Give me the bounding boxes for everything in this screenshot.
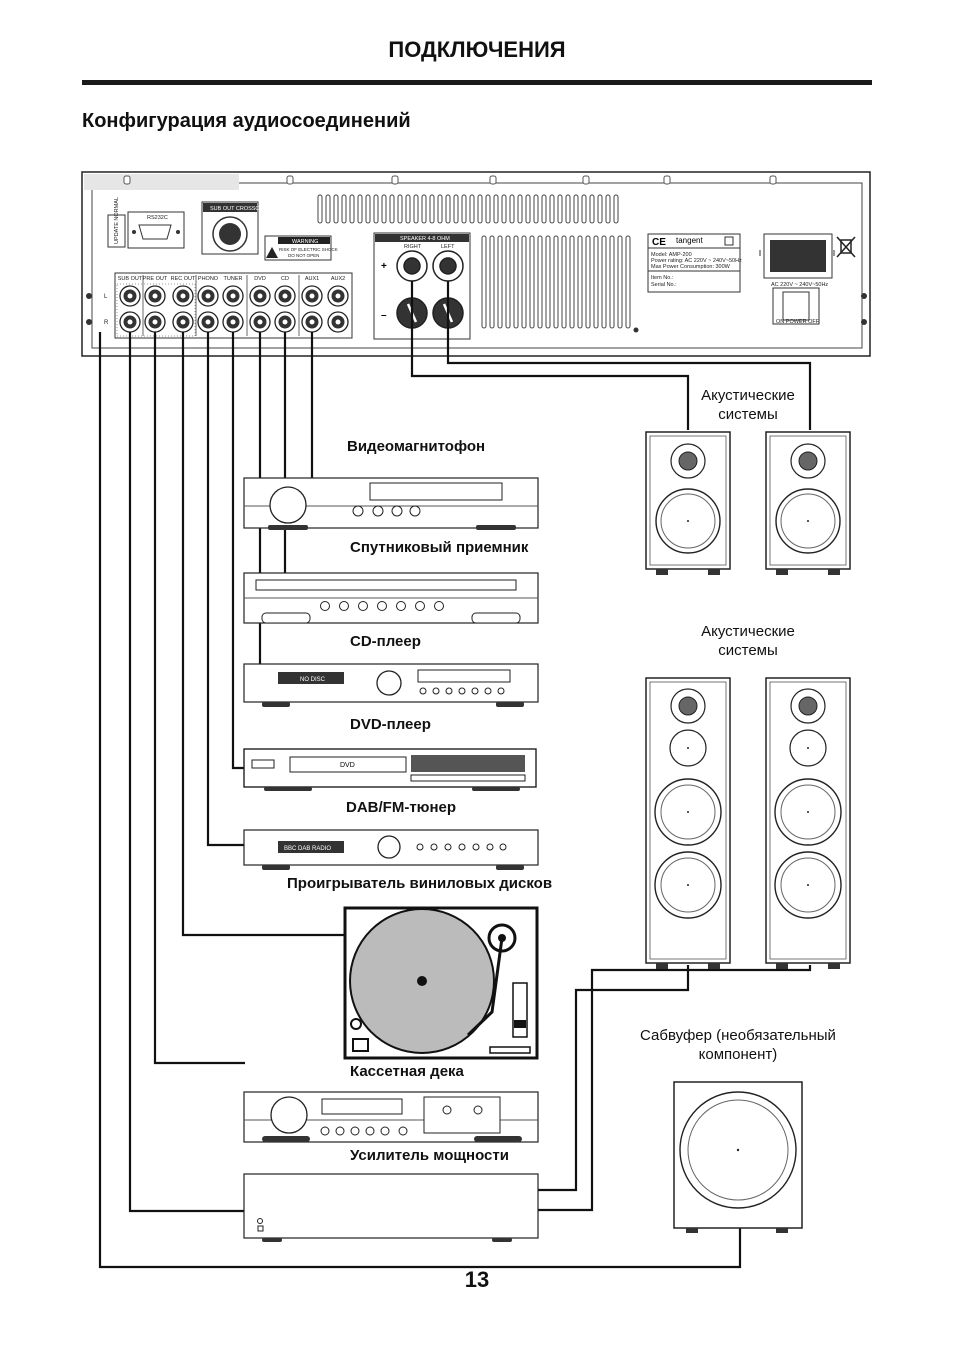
subwoofer-device bbox=[673, 1081, 803, 1233]
rs232-label: RS232C bbox=[147, 215, 168, 221]
cd-display: NO DISC bbox=[300, 677, 326, 683]
svg-text:–: – bbox=[381, 310, 387, 321]
rca-jack bbox=[172, 285, 194, 307]
cable-sub-out bbox=[128, 332, 245, 1213]
section-title: Конфигурация аудиосоединений bbox=[82, 110, 411, 132]
label-dvd: DVD-плеер bbox=[350, 716, 431, 733]
input-label: AUX2 bbox=[331, 276, 345, 282]
turntable-device bbox=[343, 906, 539, 1060]
cable-rec-out bbox=[153, 332, 245, 1065]
cable-aux1 bbox=[245, 332, 287, 600]
input-label: SUB OUT bbox=[118, 276, 143, 282]
vcr-device bbox=[243, 477, 539, 530]
cable-power-amp-left bbox=[538, 965, 690, 1192]
dvd-display: DVD bbox=[340, 762, 355, 769]
warning-text-1: RISK OF ELECTRIC SHOCK bbox=[279, 247, 338, 252]
input-label: PHONO bbox=[198, 276, 219, 282]
label-front-speakers: Акустические системы bbox=[701, 387, 795, 423]
svg-text:+: + bbox=[381, 261, 387, 272]
rca-jack bbox=[274, 311, 296, 333]
rca-jack bbox=[119, 311, 141, 333]
cd-player-device: NO DISC bbox=[243, 663, 539, 707]
power-amplifier-device bbox=[243, 1173, 539, 1242]
max-power-line: Max Power Consumption: 300W bbox=[651, 264, 731, 270]
rca-jack bbox=[197, 311, 219, 333]
bookshelf-speaker bbox=[645, 431, 731, 575]
rca-jack bbox=[119, 285, 141, 307]
satellite-device bbox=[243, 572, 539, 624]
item-no-label: Item No.: bbox=[651, 275, 674, 281]
floorstanding-speaker bbox=[645, 677, 731, 969]
cable-subwoofer bbox=[98, 332, 742, 1269]
svg-text:CE: CE bbox=[652, 237, 666, 248]
rca-jack bbox=[301, 311, 323, 333]
power-switch-label: ON POWER OFF bbox=[776, 319, 820, 325]
power-rating-line: Power rating: AC 220V ~ 240V~50Hz bbox=[651, 258, 742, 264]
ac-input-label: AC 220V ~ 240V~50Hz bbox=[771, 282, 828, 288]
cable-phono bbox=[181, 332, 345, 937]
rca-jack bbox=[274, 285, 296, 307]
input-label: AUX1 bbox=[305, 276, 319, 282]
label-cassette: Кассетная дека bbox=[350, 1063, 464, 1080]
rca-jack bbox=[172, 311, 194, 333]
cable-speaker-right bbox=[410, 281, 690, 430]
rca-jack bbox=[197, 285, 219, 307]
label-satellite: Спутниковый приемник bbox=[350, 539, 529, 556]
weee-bin-icon bbox=[836, 236, 856, 258]
label-rear-speakers: Акустические системы bbox=[701, 623, 795, 659]
floorstanding-speaker bbox=[765, 677, 851, 969]
speaker-right-label: RIGHT bbox=[404, 244, 422, 250]
cable-power-amp-right bbox=[538, 965, 812, 1212]
cable-tuner bbox=[206, 332, 245, 847]
speakers-group bbox=[645, 431, 851, 969]
update-normal-label: UPDATE NORMAL bbox=[114, 197, 120, 244]
label-power-amp: Усилитель мощности bbox=[350, 1147, 509, 1164]
cable-dvd bbox=[231, 332, 245, 770]
input-label: PRE OUT bbox=[143, 276, 168, 282]
page-header-title: ПОДКЛЮЧЕНИЯ bbox=[388, 37, 566, 62]
label-dab: DAB/FM-тюнер bbox=[346, 799, 457, 816]
bookshelf-speaker bbox=[765, 431, 851, 575]
rca-jack bbox=[144, 285, 166, 307]
svg-text:L: L bbox=[104, 294, 108, 300]
cassette-deck-device bbox=[243, 1091, 539, 1143]
amplifier-rear-panel: UPDATE NORMAL RS232C SUB OUT CROSSOVER W… bbox=[81, 171, 871, 357]
brand-label: tangent bbox=[676, 236, 703, 245]
input-label: DVD bbox=[254, 276, 266, 282]
crossover-label: SUB OUT CROSSOVER bbox=[210, 206, 271, 212]
rca-jack bbox=[222, 311, 244, 333]
dab-display: BBC DAB RADIO bbox=[284, 846, 331, 852]
label-vcr: Видеомагнитофон bbox=[347, 438, 486, 455]
speaker-terminal-title: SPEAKER 4-8 OHM bbox=[400, 236, 450, 242]
input-label: REC OUT bbox=[171, 276, 196, 282]
rca-jack bbox=[222, 285, 244, 307]
rca-jack bbox=[144, 311, 166, 333]
model-line: Model: AMP-200 bbox=[651, 252, 692, 258]
rca-jack bbox=[301, 285, 323, 307]
svg-text:R: R bbox=[104, 320, 109, 326]
rca-jack bbox=[249, 285, 271, 307]
header-rule bbox=[82, 80, 872, 85]
input-label: CD bbox=[281, 276, 289, 282]
serial-no-label: Serial No.: bbox=[651, 282, 677, 288]
cable-speaker-left bbox=[446, 281, 812, 430]
rca-jack bbox=[327, 311, 349, 333]
input-label: TUNER bbox=[224, 276, 243, 282]
warning-title: WARNING bbox=[292, 239, 318, 245]
warning-text-2: DO NOT OPEN bbox=[288, 253, 319, 258]
speaker-left-label: LEFT bbox=[441, 244, 455, 250]
label-turntable: Проигрыватель виниловых дисков bbox=[287, 875, 553, 892]
label-subwoofer: Сабвуфер (необязательный компонент) bbox=[640, 1027, 836, 1063]
dvd-player-device: DVD bbox=[243, 748, 537, 791]
rca-jack bbox=[249, 311, 271, 333]
dab-tuner-device: BBC DAB RADIO bbox=[243, 829, 539, 870]
page-number: 13 bbox=[464, 1267, 490, 1292]
rca-jack bbox=[327, 285, 349, 307]
label-cd: CD-плеер bbox=[350, 633, 421, 650]
cable-aux2 bbox=[245, 332, 314, 502]
